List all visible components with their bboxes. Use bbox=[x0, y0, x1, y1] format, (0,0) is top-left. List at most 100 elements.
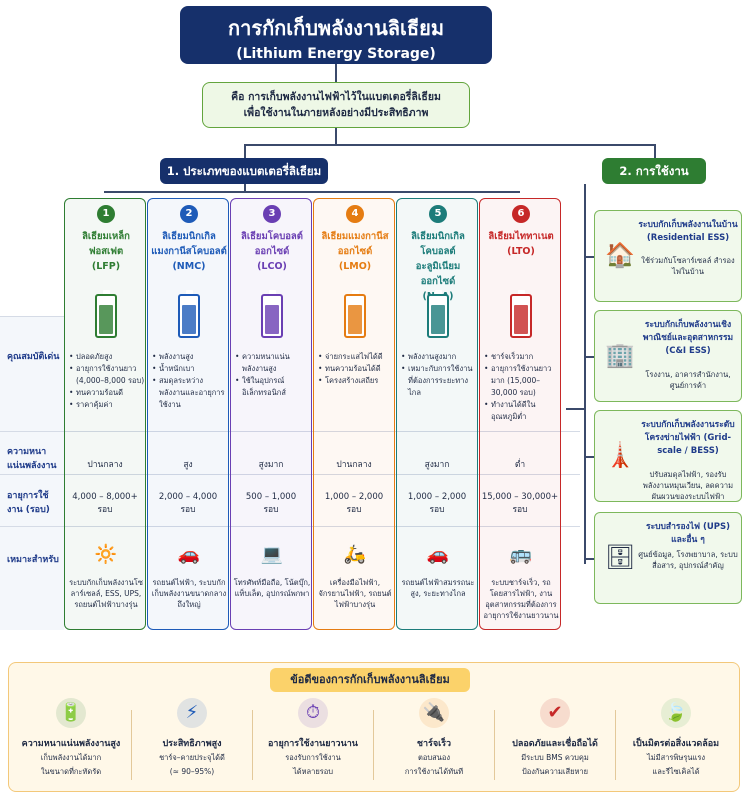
battery-icon bbox=[510, 290, 532, 338]
type-number-badge: 3 bbox=[263, 205, 281, 223]
advantage-detail: การใช้งานได้ทันที bbox=[404, 767, 464, 776]
connector-line bbox=[566, 408, 584, 410]
advantage-item: ⚡ ประสิทธิภาพสูงชาร์จ–คายประจุได้ดี (≈ 90–… bbox=[133, 698, 251, 788]
advantage-divider bbox=[131, 710, 132, 780]
feature-item: น้ำหนักเบา bbox=[152, 363, 228, 375]
feature-item: เหมาะกับการใช้งานที่ต้องการระยะทางไกล bbox=[401, 363, 477, 399]
feature-item: สมดุลระหว่างพลังงานและอายุการใช้งาน bbox=[152, 375, 228, 411]
bus-icon: 🚌 bbox=[509, 544, 533, 565]
battery-icon bbox=[427, 290, 449, 338]
feature-item: พลังงานสูงมาก bbox=[401, 351, 477, 363]
row-label-features: คุณสมบัติเด่น bbox=[4, 345, 64, 367]
application-description: ปรับสมดุลไฟฟ้า, รองรับพลังงานหมุนเวียน, … bbox=[642, 470, 734, 501]
type-number-badge: 4 bbox=[346, 205, 364, 223]
advantage-detail: ชาร์จ–คายประจุได้ดี bbox=[159, 753, 225, 762]
battery-icon: 🔋 bbox=[56, 698, 86, 728]
application-card: 🏠ระบบกักเก็บพลังงานในบ้าน (Residential E… bbox=[594, 210, 742, 302]
advantage-divider bbox=[494, 710, 495, 780]
suitable-use-text: ระบบกักเก็บพลังงานโซลาร์เซลล์, ESS, UPS,… bbox=[69, 578, 143, 609]
application-title: ระบบกักเก็บพลังงานระดับโครงข่ายไฟฟ้า (Gr… bbox=[641, 420, 735, 456]
feature-item: จ่ายกระแสไฟได้ดี bbox=[318, 351, 394, 363]
house-solar-icon: 🏠 bbox=[605, 241, 635, 269]
definition-line-1: คือ การเก็บพลังงานไฟฟ้าไว้ในแบตเตอรี่ลิเ… bbox=[231, 91, 441, 103]
battery-fill bbox=[348, 305, 362, 334]
feature-list: ปลอดภัยสูงอายุการใช้งานยาว (4,000–8,000 … bbox=[69, 351, 145, 411]
connector-line bbox=[244, 144, 655, 146]
battery-icon bbox=[95, 290, 117, 338]
battery-type-column: 3 ลิเธียมโคบอลต์ออกไซด์(LCO) ความหนาแน่นพล… bbox=[230, 198, 312, 630]
advantage-item: 🔋ความหนาแน่นพลังงานสูงเก็บพลังงานได้มากใ… bbox=[12, 698, 130, 788]
application-card: 🏢ระบบกักเก็บพลังงานเชิงพาณิชย์และอุตสาหก… bbox=[594, 310, 742, 402]
advantage-heading: ประสิทธิภาพสูง bbox=[162, 739, 222, 749]
advantages-title: ข้อดีของการกักเก็บพลังงานลิเธียม bbox=[270, 668, 470, 692]
battery-icon bbox=[344, 290, 366, 338]
power-tower-icon: 🗼 bbox=[605, 441, 635, 469]
clock-icon: ⏱ bbox=[298, 698, 328, 728]
feature-item: ทำงานได้ดีในอุณหภูมิต่ำ bbox=[484, 399, 560, 423]
suitable-use-text: รถยนต์ไฟฟ้าสมรรถนะสูง, ระยะทางไกล bbox=[401, 578, 475, 598]
row-divider bbox=[0, 526, 580, 527]
feature-item: ความหนาแน่นพลังงานสูง bbox=[235, 351, 311, 375]
type-number-badge: 2 bbox=[180, 205, 198, 223]
feature-item: ปลอดภัยสูง bbox=[69, 351, 145, 363]
battery-icon bbox=[178, 290, 200, 338]
advantage-heading: อายุการใช้งานยาวนาน bbox=[268, 739, 358, 749]
type-name: ลิเธียมไททาเนต(LTO) bbox=[488, 231, 554, 257]
connector-line bbox=[244, 184, 246, 191]
connector-line bbox=[584, 456, 594, 458]
type-number-badge: 6 bbox=[512, 205, 530, 223]
page-title: การกักเก็บพลังงานลิเธียม bbox=[227, 16, 444, 40]
fast-charge-icon: 🔌 bbox=[419, 698, 449, 728]
advantage-detail: ป้องกันความเสียหาย bbox=[521, 767, 589, 776]
car-icon: 🚗 bbox=[177, 544, 201, 565]
page-subtitle: (Lithium Energy Storage) bbox=[236, 46, 436, 62]
feature-item: พลังงานสูง bbox=[152, 351, 228, 363]
type-number-badge: 1 bbox=[97, 205, 115, 223]
application-card: 🗼ระบบกักเก็บพลังงานระดับโครงข่ายไฟฟ้า (G… bbox=[594, 410, 742, 502]
advantage-detail: รองรับการใช้งาน bbox=[285, 753, 341, 762]
battery-type-column: 1ลิเธียมเหล็กฟอสเฟต(LFP)ปลอดภัยสูงอายุกา… bbox=[64, 198, 146, 630]
definition-box: คือ การเก็บพลังงานไฟฟ้าไว้ในแบตเตอรี่ลิเ… bbox=[202, 82, 470, 128]
advantage-heading: ชาร์จเร็ว bbox=[416, 739, 452, 749]
advantage-detail: ไม่มีสารพิษรุนแรง bbox=[646, 753, 706, 762]
type-name: ลิเธียมโคบอลต์ออกไซด์(LCO) bbox=[241, 231, 303, 272]
bolt-icon: ⚡ bbox=[177, 698, 207, 728]
lifespan-value: 15,000 – 30,000+รอบ bbox=[481, 492, 559, 515]
application-title: ระบบกักเก็บพลังงานเชิงพาณิชย์และอุตสาหกร… bbox=[642, 320, 734, 356]
feature-item: โครงสร้างเสถียร bbox=[318, 375, 394, 387]
density-value: ปานกลาง bbox=[87, 460, 123, 470]
suitable-use-text: ระบบชาร์จเร็ว, รถโดยสารไฟฟ้า, งานอุตสาหก… bbox=[483, 578, 559, 620]
application-title: ระบบกักเก็บพลังงานในบ้าน (Residential ES… bbox=[638, 220, 738, 243]
advantage-item: ✔ปลอดภัยและเชื่อถือได้มีระบบ BMS ควบคุมป… bbox=[496, 698, 614, 788]
advantage-divider bbox=[615, 710, 616, 780]
shield-icon: ✔ bbox=[540, 698, 570, 728]
car-icon: 🚗 bbox=[426, 544, 450, 565]
section-applications-header: 2. การใช้งาน bbox=[602, 158, 706, 184]
solar-ups-icon: 🔆 bbox=[94, 544, 118, 565]
feature-list: พลังงานสูงมากเหมาะกับการใช้งานที่ต้องการ… bbox=[401, 351, 477, 399]
connector-line bbox=[584, 356, 594, 358]
application-card: 🗄ระบบสำรองไฟ (UPS) และอื่น ๆศูนย์ข้อมูล,… bbox=[594, 512, 742, 604]
density-value: ต่ำ bbox=[514, 460, 526, 470]
battery-fill bbox=[182, 305, 196, 334]
feature-item: ใช้ในอุปกรณ์อิเล็กทรอนิกส์ bbox=[235, 375, 311, 399]
advantage-detail: ตอบสนอง bbox=[417, 753, 450, 762]
title-box: การกักเก็บพลังงานลิเธียม (Lithium Energy… bbox=[180, 6, 492, 64]
connector-line bbox=[584, 184, 586, 564]
battery-type-column: 2ลิเธียมนิกเกิลแมงกานีสโคบอลต์(NMC)พลังง… bbox=[147, 198, 229, 630]
application-title: ระบบสำรองไฟ (UPS) และอื่น ๆ bbox=[646, 522, 730, 545]
type-number-badge: 5 bbox=[429, 205, 447, 223]
feature-list: พลังงานสูงน้ำหนักเบาสมดุลระหว่างพลังงานแ… bbox=[152, 351, 228, 411]
feature-list: ความหนาแน่นพลังงานสูงใช้ในอุปกรณ์อิเล็กท… bbox=[235, 351, 311, 399]
advantage-detail: (≈ 90–95%) bbox=[169, 767, 215, 776]
feature-item: ชาร์จเร็วมาก bbox=[484, 351, 560, 363]
advantage-divider bbox=[373, 710, 374, 780]
feature-item: ทนความร้อนได้ดี bbox=[318, 363, 394, 375]
feature-item: อายุการใช้งานยาว (4,000–8,000 รอบ) bbox=[69, 363, 145, 387]
connector-line bbox=[654, 144, 656, 158]
